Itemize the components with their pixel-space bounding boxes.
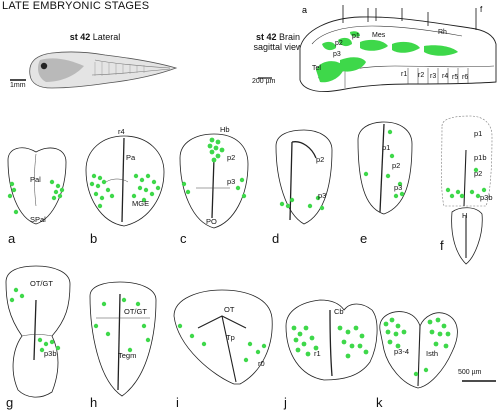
section-h	[89, 281, 157, 397]
panel-letter-h: h	[90, 395, 97, 410]
section-region-labels: Pal SPal r4 Pa MGE Hb p2 p3 PO p2 p3 p1 …	[30, 125, 493, 368]
panel-letter-e: e	[360, 231, 367, 246]
marker-dots	[7, 129, 487, 377]
label-h-otgt: OT/GT	[124, 307, 147, 316]
label-h-tegm: Tegm	[118, 351, 136, 360]
sagittal-marker-regions	[316, 31, 458, 83]
sag-label-tel: Tel	[312, 65, 321, 72]
sag-label-r4: r4	[442, 73, 448, 80]
label-d-p2: p2	[316, 155, 324, 164]
label-d-p3: p3	[318, 191, 326, 200]
panel-letter-b: b	[90, 231, 97, 246]
figure-title: LATE EMBRYONIC STAGES	[2, 0, 150, 12]
label-e-p1: p1	[382, 143, 390, 152]
label-c-p2: p2	[227, 153, 235, 162]
label-b-pa: Pa	[126, 153, 136, 162]
section-f	[441, 115, 493, 265]
label-f-p1b: p1b	[474, 153, 487, 162]
lateral-view-header: st 42 Lateral	[40, 32, 150, 42]
panel-letter-f: f	[440, 238, 444, 253]
sag-label-p2: p2	[335, 40, 343, 47]
section-a	[7, 147, 67, 225]
panel-letter-g: g	[6, 395, 13, 410]
label-f-p2: p2	[474, 169, 482, 178]
scale-label-left: 1mm	[10, 82, 26, 89]
section-c	[179, 133, 249, 229]
sag-label-r5: r5	[452, 74, 458, 81]
label-e-p2: p2	[392, 161, 400, 170]
panel-letter-a: a	[8, 231, 16, 246]
label-c-po: PO	[206, 217, 217, 226]
section-b	[85, 135, 165, 227]
sag-label-r2: r2	[418, 72, 424, 79]
sag-label-rh: Rh	[438, 29, 447, 36]
panel-letter-k: k	[376, 395, 383, 410]
lateral-stage: st 42	[69, 32, 91, 42]
panel-letters: a b c d e f g h i j k	[6, 231, 444, 410]
label-c-p3: p3	[227, 177, 235, 186]
label-a-pal: Pal	[30, 175, 41, 184]
label-f-p3b: p3b	[480, 193, 493, 202]
sag-label-r1: r1	[401, 71, 407, 78]
label-k-isth: Isth	[426, 349, 438, 358]
panel-letter-c: c	[180, 231, 187, 246]
label-a-spal: SPal	[30, 215, 46, 224]
sagittal-labels: p2 p1 Mes Rh p3 Tel r1 r2 r3 r4 r5 r6	[312, 29, 468, 81]
label-j-r1: r1	[314, 349, 321, 358]
section-i	[173, 289, 273, 385]
sag-label-r6: r6	[462, 74, 468, 81]
sagittal-line1: Brain	[279, 32, 301, 42]
sagittal-letter-f: f	[480, 5, 483, 14]
label-g-otgt: OT/GT	[30, 279, 53, 288]
label-b-r4: r4	[118, 127, 125, 136]
sagittal-stage: st 42	[255, 32, 277, 42]
sag-label-p1: p1	[352, 33, 360, 40]
section-j	[285, 299, 378, 381]
label-i-tp: Tp	[226, 333, 235, 342]
label-g-p3b: p3b	[44, 349, 57, 358]
scale-label-right: 200 µm	[252, 78, 276, 85]
scale-label-bottom: 500 µm	[458, 369, 482, 376]
panel-letter-d: d	[272, 231, 279, 246]
label-k-p34: p3-4	[394, 347, 409, 356]
sag-label-mes: Mes	[372, 32, 386, 39]
label-e-p3: p3	[394, 183, 402, 192]
sag-label-p3: p3	[333, 51, 341, 58]
panel-letter-i: i	[176, 395, 179, 410]
sagittal-brain	[299, 5, 497, 92]
section-g	[5, 265, 71, 398]
label-f-h: H	[462, 211, 467, 220]
label-b-mge: MGE	[132, 199, 149, 208]
lateral-view-label: Lateral	[92, 32, 121, 42]
sagittal-line2: sagittal view	[253, 42, 303, 52]
label-i-ot: OT	[224, 305, 235, 314]
section-d	[275, 129, 333, 225]
section-k	[379, 311, 458, 389]
panel-letter-j: j	[283, 395, 287, 410]
section-e	[357, 121, 413, 215]
label-j-cb: Cb	[334, 307, 344, 316]
sag-label-r3: r3	[430, 73, 436, 80]
sagittal-header: st 42 Brain sagittal view	[238, 32, 318, 52]
label-c-hb: Hb	[220, 125, 230, 134]
label-f-p1: p1	[474, 129, 482, 138]
tadpole-lateral	[29, 51, 178, 89]
label-i-r0: r0	[258, 359, 265, 368]
sagittal-letter: a	[302, 5, 307, 15]
